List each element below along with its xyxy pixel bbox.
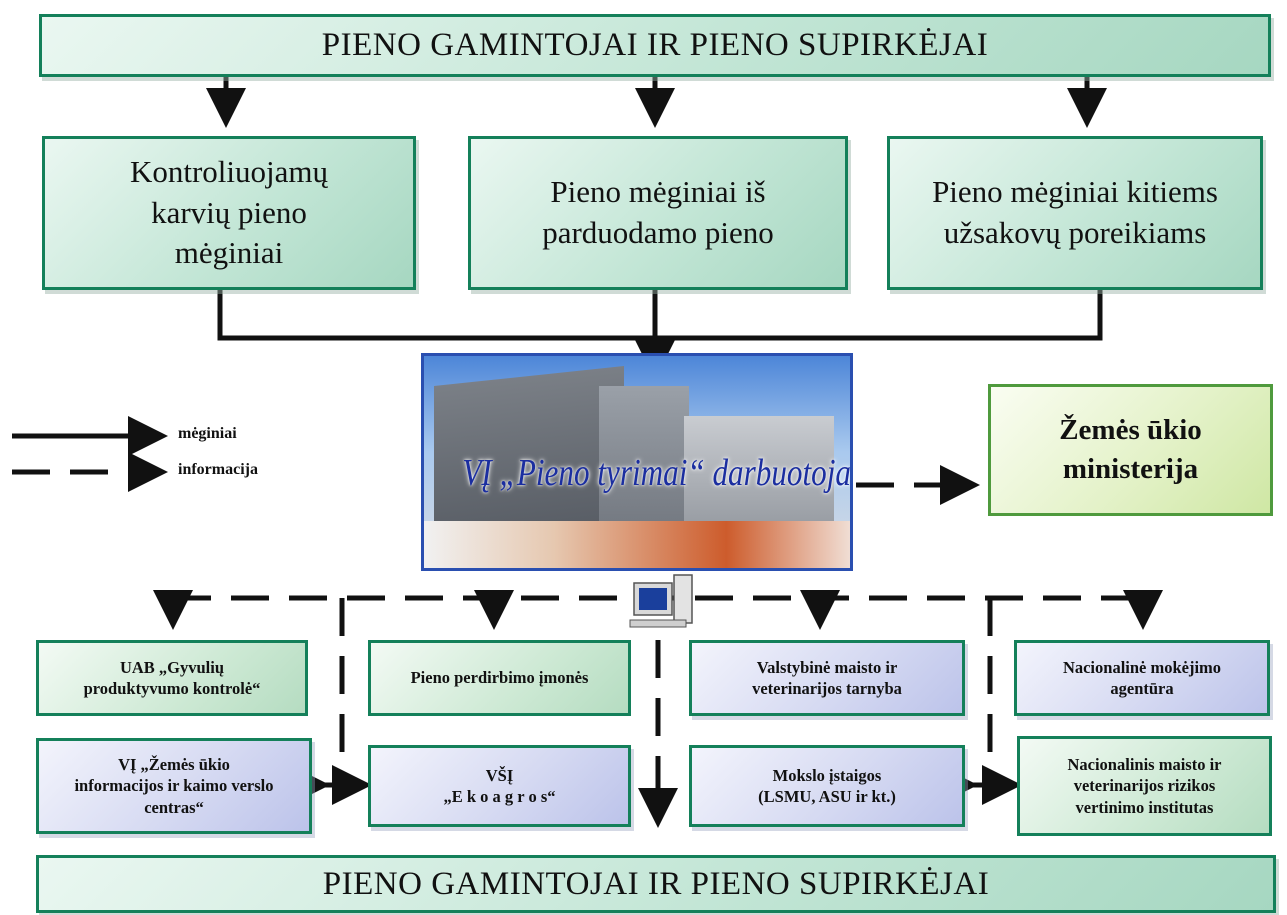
center-photo: VĮ „Pieno tyrimai“ darbuotojai	[421, 353, 853, 571]
top-banner-label: PIENO GAMINTOJAI IR PIENO SUPIRKĖJAI	[321, 27, 989, 63]
sample-box-controlled: Kontroliuojamų karvių pieno mėginiai	[42, 136, 416, 290]
computer-icon	[629, 574, 693, 628]
sample-box-sold: Pieno mėginiai iš parduodamo pieno	[468, 136, 848, 290]
sample-box-sold-label: Pieno mėginiai iš parduodamo pieno	[542, 174, 774, 250]
recipient-gyvuliu-label: UAB „Gyvulių produktyvumo kontrolė“	[83, 657, 261, 698]
sample-collection-line	[217, 290, 1103, 341]
recipient-perdirbimo: Pieno perdirbimo įmonės	[368, 640, 631, 716]
bottom-banner-label: PIENO GAMINTOJAI IR PIENO SUPIRKĖJAI	[322, 865, 990, 902]
recipient-vmvt: Valstybinė maisto ir veterinarijos tarny…	[689, 640, 965, 716]
center-label: VĮ „Pieno tyrimai“ darbuotojai	[462, 452, 853, 494]
recipient-nma-label: Nacionalinė mokėjimo agentūra	[1062, 657, 1222, 698]
recipient-mokslo: Mokslo įstaigos (LSMU, ASU ir kt.)	[689, 745, 965, 827]
recipient-zukvc-label: VĮ „Žemės ūkio informacijos ir kaimo ver…	[74, 754, 274, 817]
recipient-nma: Nacionalinė mokėjimo agentūra	[1014, 640, 1270, 716]
sample-box-controlled-label: Kontroliuojamų karvių pieno mėginiai	[129, 153, 329, 271]
top-banner: PIENO GAMINTOJAI IR PIENO SUPIRKĖJAI	[39, 14, 1271, 77]
ministry-label: Žemės ūkio ministerija	[1059, 413, 1202, 485]
sample-box-other: Pieno mėginiai kitiems užsakovų poreikia…	[887, 136, 1263, 290]
legend-information-label: informacija	[178, 461, 258, 478]
recipient-zukvc: VĮ „Žemės ūkio informacijos ir kaimo ver…	[36, 738, 312, 834]
recipient-nmvrvi-label: Nacionalinis maisto ir veterinarijos riz…	[1067, 754, 1222, 817]
recipient-perdirbimo-label: Pieno perdirbimo įmonės	[410, 668, 589, 688]
recipient-mokslo-label: Mokslo įstaigos (LSMU, ASU ir kt.)	[758, 765, 896, 806]
bottom-banner: PIENO GAMINTOJAI IR PIENO SUPIRKĖJAI	[36, 855, 1276, 913]
ministry-box: Žemės ūkio ministerija	[988, 384, 1273, 516]
recipient-vmvt-label: Valstybinė maisto ir veterinarijos tarny…	[752, 657, 902, 698]
recipient-ekoagros: VŠĮ „E k o a g r o s“	[368, 745, 631, 827]
sample-box-other-label: Pieno mėginiai kitiems užsakovų poreikia…	[932, 174, 1218, 250]
legend-samples-label: mėginiai	[178, 425, 237, 442]
recipient-ekoagros-label: VŠĮ „E k o a g r o s“	[443, 765, 556, 806]
recipient-nmvrvi: Nacionalinis maisto ir veterinarijos riz…	[1017, 736, 1272, 836]
recipient-gyvuliu: UAB „Gyvulių produktyvumo kontrolė“	[36, 640, 308, 716]
